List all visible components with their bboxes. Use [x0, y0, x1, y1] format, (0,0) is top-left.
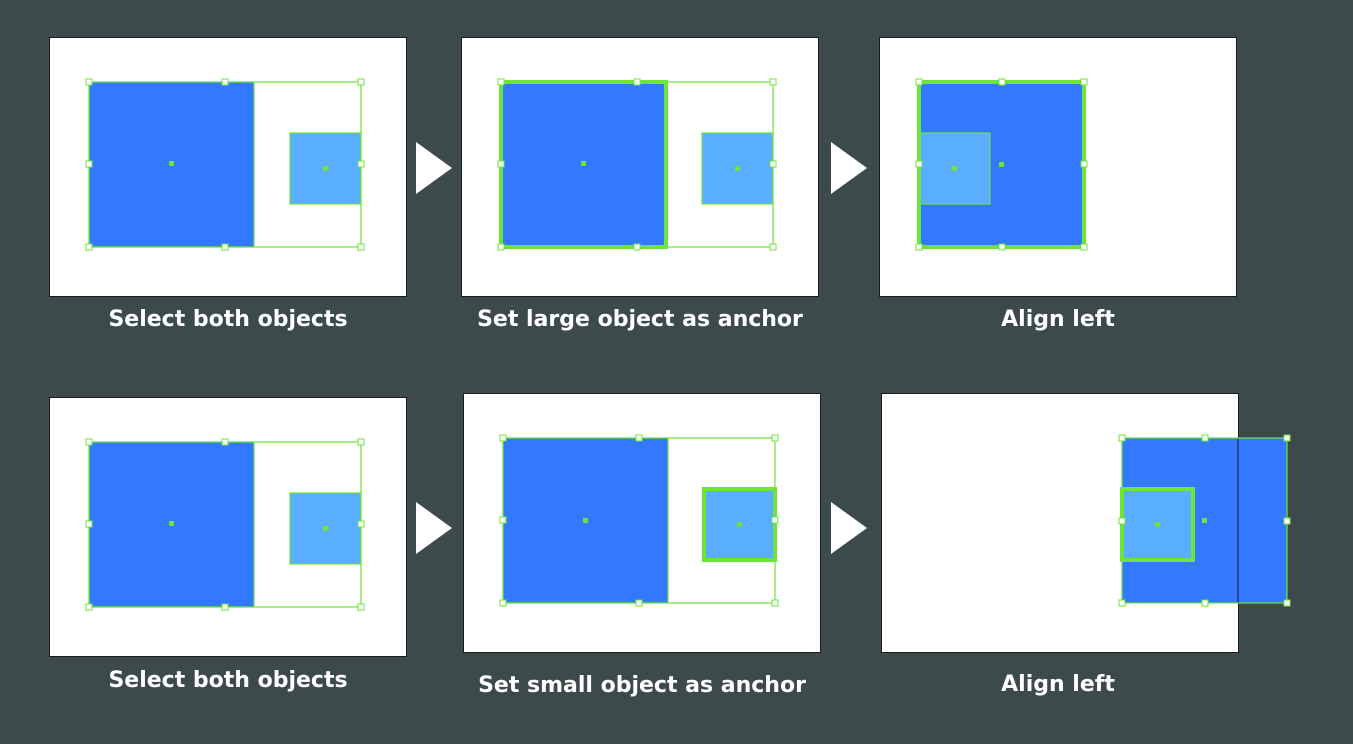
caption-row1-step1: Select both objects	[108, 307, 348, 332]
panel-row2-step3	[881, 393, 1239, 653]
panel-row2-step1	[49, 397, 407, 657]
panel-row1-step1	[49, 37, 407, 297]
panel-row1-step2	[461, 37, 819, 297]
caption-row2-step2: Set small object as anchor	[478, 673, 806, 698]
arrow-right-icon	[416, 142, 452, 194]
arrow-right-icon	[831, 502, 867, 554]
arrow-right-icon	[416, 502, 452, 554]
caption-row1-step2: Set large object as anchor	[477, 307, 803, 332]
caption-row2-step1: Select both objects	[108, 668, 348, 693]
caption-row1-step3: Align left	[1001, 307, 1115, 332]
panel-row1-step3	[879, 37, 1237, 297]
arrow-right-icon	[831, 142, 867, 194]
caption-row2-step3: Align left	[1001, 672, 1115, 697]
panel-row2-step2	[463, 393, 821, 653]
